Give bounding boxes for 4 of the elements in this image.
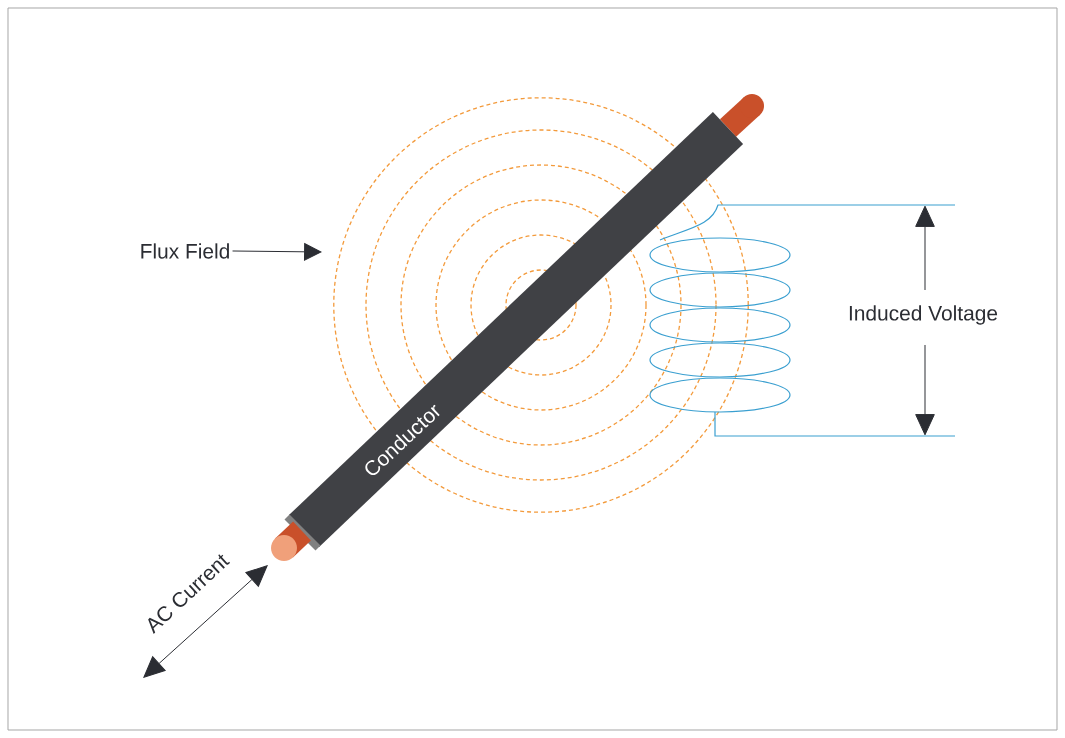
label-text: Flux Field	[141, 243, 229, 259]
label-text: Induced Voltage	[849, 305, 998, 325]
flux-field-circles	[333, 97, 749, 513]
arrow	[232, 243, 322, 261]
